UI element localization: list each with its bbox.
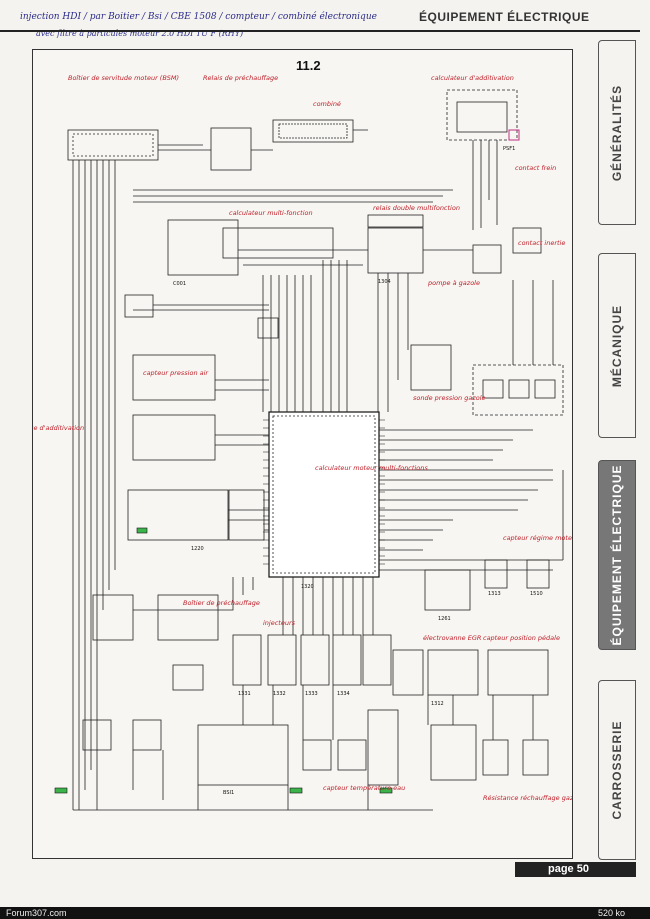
annotation-contact-inertie: contact inertie [518,239,565,247]
connector-label: 1313 [488,591,501,597]
connector-label: 1331 [238,691,251,697]
handwritten-header-line-2: avec filtre à particules moteur 2.0 HDI … [36,29,244,38]
connector-label: 1312 [431,701,444,707]
connector-label: 1334 [337,691,350,697]
annotation-sonde-pression: sonde pression gazole [413,394,486,402]
tab-mecanique-label: MÉCANIQUE [610,304,624,387]
page-number: page 50 [548,863,589,875]
diagram-number: 11.2 [296,58,321,73]
connector-label: 1510 [530,591,543,597]
annotation-capteur-temp-eau: capteur température eau [323,784,405,792]
connector-label: 1304 [378,279,391,285]
annotation-capteur-pression-air: capteur pression air [143,369,209,377]
connector-label: 1261 [438,616,451,622]
tab-carrosserie-label: CARROSSERIE [610,720,624,820]
connector-label: C001 [173,281,186,287]
annotation-calculateur-additivation: calculateur d'additivation [431,74,514,82]
tab-equipement-electrique-label: ÉQUIPEMENT ÉLECTRIQUE [610,464,624,646]
footer-bar [515,862,636,877]
header-rule [0,30,640,32]
annotation-electrovanne-egr: électrovanne EGR [423,634,481,642]
site-watermark: Forum307.com [6,908,67,918]
file-size: 520 ko [598,908,626,918]
annotation-relais-prechauffage: Relais de préchauffage [203,74,278,82]
connector-label: 1333 [305,691,318,697]
tab-equipement-electrique[interactable]: ÉQUIPEMENT ÉLECTRIQUE [598,460,636,650]
annotation-contact-frein: contact frein [515,164,556,172]
bottom-strip [0,907,650,919]
annotation-combine: combiné [313,100,341,108]
annotation-resistance-gazole: Résistance réchauffage gazole [483,794,572,802]
tab-mecanique[interactable]: MÉCANIQUE [598,253,636,438]
annotation-pompe-gazole: pompe à gazole [427,279,480,287]
tab-generalites-label: GÉNÉRALITÉS [610,84,624,181]
annotation-dosage-additivation: Dosage d'additivation [33,424,84,432]
annotation-calculateur-moteur: calculateur moteur multi-fonctions [315,464,428,472]
tab-carrosserie[interactable]: CARROSSERIE [598,680,636,860]
connector-label: 1332 [273,691,286,697]
annotation-injecteurs: injecteurs [263,619,296,627]
annotation-capteur-regime: capteur régime moteur [503,534,572,542]
annotation-bsm: Boîtier de servitude moteur (BSM) [68,74,179,82]
section-title: ÉQUIPEMENT ÉLECTRIQUE [419,10,590,24]
connector-label: 1220 [191,546,204,552]
handwritten-header-line-1: injection HDI / par Boitier / Bsi / CBE … [20,12,377,22]
connector-label: PSF1 [503,146,515,152]
connector-label: BSI1 [223,790,234,796]
annotation-calculateur-multifonction: calculateur multi-fonction [229,209,313,217]
annotation-boitier-prechauffage: Boîtier de préchauffage [183,599,260,607]
wiring-diagram: Boîtier de servitude moteur (BSM) Relais… [13,74,583,811]
annotation-capteur-pedale: capteur position pédale [483,634,560,642]
tab-generalites[interactable]: GÉNÉRALITÉS [598,40,636,225]
wiring-diagram-frame: Boîtier de servitude moteur (BSM) Relais… [13,49,583,859]
connector-label: 1320 [301,584,314,590]
annotation-relais-double: relais double multifonction [373,204,460,212]
